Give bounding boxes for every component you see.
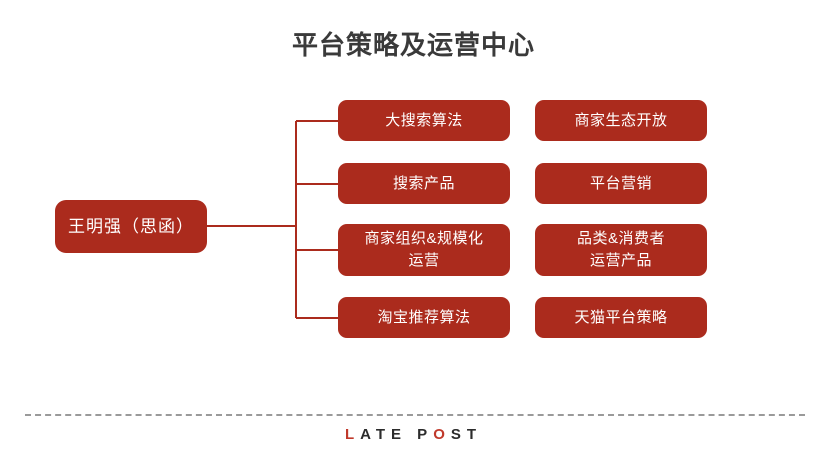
org-node-label: 王明强（思函） [68,216,194,236]
org-node-right-3[interactable]: 品类&消费者 运营产品 [535,224,707,276]
org-node-left-2[interactable]: 搜索产品 [338,163,510,204]
org-node-left-4[interactable]: 淘宝推荐算法 [338,297,510,338]
footer-logo: LATE POST [0,426,827,443]
org-node-left-3[interactable]: 商家组织&规模化 运营 [338,224,510,276]
org-node-right-2[interactable]: 平台营销 [535,163,707,204]
org-node-label: 大搜索算法 [385,111,463,129]
footer-logo-mid: ATE P [360,426,434,443]
org-node-label: 商家生态开放 [574,111,668,129]
org-node-right-4[interactable]: 天猫平台策略 [535,297,707,338]
org-node-root[interactable]: 王明强（思函） [55,200,207,253]
connector-lines [207,120,338,319]
org-node-left-1[interactable]: 大搜索算法 [338,100,510,141]
org-node-label: 搜索产品 [392,174,455,192]
org-node-label: 商家组织&规模化 运营 [364,230,484,269]
footer-logo-accent-l: L [344,426,361,443]
org-node-label: 品类&消费者 运营产品 [576,230,665,269]
footer-divider [25,414,805,416]
org-node-label: 天猫平台策略 [574,308,668,326]
footer-logo-suffix: ST [450,426,483,443]
page-title: 平台策略及运营中心 [291,30,535,60]
footer-logo-accent-o: O [433,426,451,443]
org-node-label: 平台营销 [589,174,652,192]
org-node-label: 淘宝推荐算法 [377,308,471,326]
org-node-right-1[interactable]: 商家生态开放 [535,100,707,141]
